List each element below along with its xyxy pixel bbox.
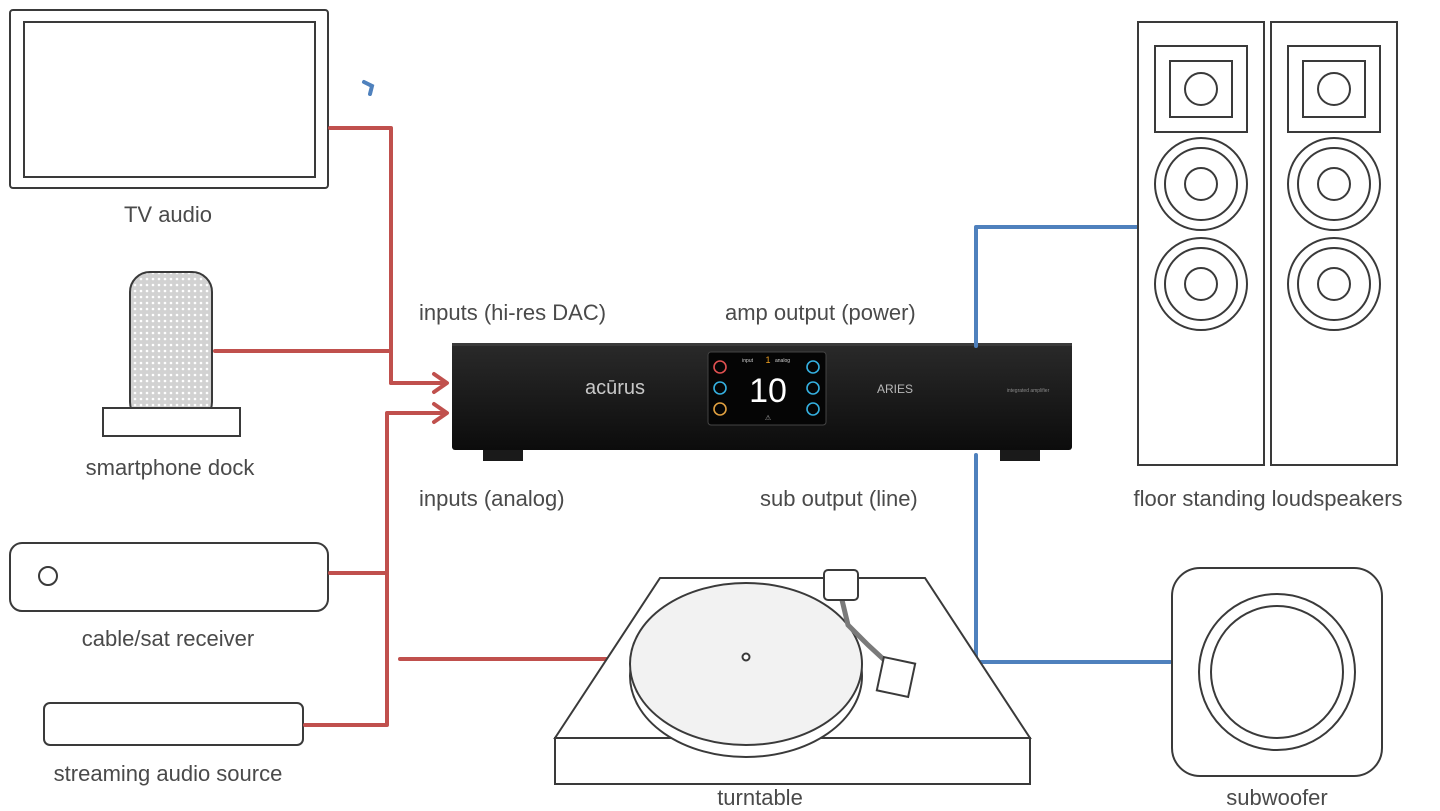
inputs-dac-label: inputs (hi-res DAC)	[419, 300, 607, 325]
turntable-device	[553, 569, 1032, 785]
subwoofer-device	[1171, 567, 1383, 777]
input-wires	[213, 126, 613, 727]
svg-text:⚠: ⚠	[765, 414, 771, 422]
turntable-label: turntable	[717, 785, 803, 810]
smartphone-dock-device	[102, 271, 241, 437]
smartphone-dock-label: smartphone dock	[85, 455, 255, 480]
amplifier: ⚠	[452, 343, 1072, 461]
streaming-source-device	[43, 702, 304, 746]
loudspeakers-label: floor standing loudspeakers	[1133, 486, 1403, 511]
loudspeaker-left	[1137, 21, 1265, 466]
display-input-number: 1	[765, 355, 770, 365]
display-input-label: input	[742, 358, 753, 364]
tv-device	[9, 9, 329, 189]
amp-model: ARIES	[877, 382, 913, 396]
amp-brand: acūrus	[585, 377, 645, 399]
tv-mark	[362, 80, 375, 96]
amp-output-label: amp output (power)	[725, 300, 916, 325]
cable-sat-receiver-device	[9, 542, 329, 612]
sub-output-label: sub output (line)	[760, 486, 918, 511]
streaming-source-label: streaming audio source	[53, 761, 283, 786]
loudspeaker-right	[1270, 21, 1398, 466]
cable-sat-receiver-label: cable/sat receiver	[81, 626, 255, 651]
inputs-analog-label: inputs (analog)	[419, 486, 565, 511]
amp-descriptor: integrated amplifier	[1007, 388, 1050, 394]
display-mode: analog	[775, 358, 790, 364]
subwoofer-label: subwoofer	[1226, 785, 1328, 810]
display-volume: 10	[749, 372, 787, 410]
tv-label: TV audio	[123, 202, 213, 227]
